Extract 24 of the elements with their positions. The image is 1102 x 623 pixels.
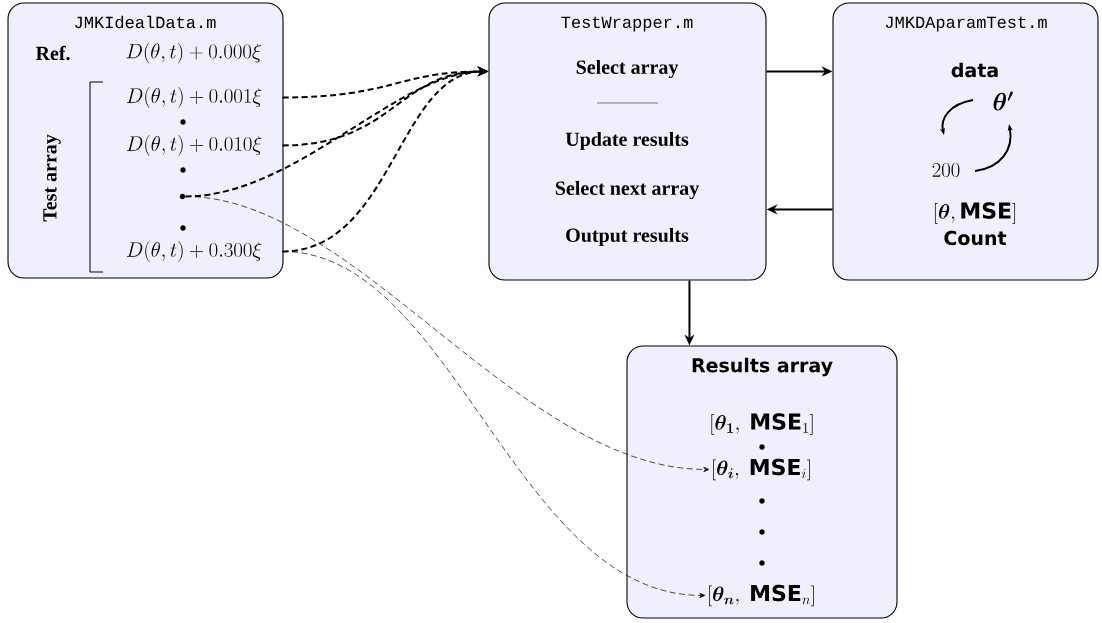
formula: $D(\theta, t) + 0.010\xi$ [126, 135, 262, 156]
box-title: Results array [692, 357, 833, 377]
formula: $[\boldsymbol{\theta_n},\ \textsf{\textbf{MSE}}_n]$ [709, 584, 814, 607]
arrow [282, 251, 706, 598]
step-text: Select next array [555, 180, 699, 200]
formula: $[\boldsymbol{\theta},\textsf{\textbf{MSE}}]$ [934, 202, 1016, 224]
arrow [185, 196, 710, 472]
step-text: Output results [566, 227, 689, 247]
formula: $\boldsymbol{\theta'}$ [993, 91, 1013, 111]
formula: $200$ [932, 162, 960, 177]
formula: $[\boldsymbol{\theta_i},\ \textsf{\textbf{MSE}}_i]$ [713, 458, 810, 481]
count-label: Count [944, 230, 1007, 246]
file-name: JMKIdealData.m [75, 15, 216, 29]
formula: $D(\theta, t) + 0.000\xi$ [126, 42, 262, 64]
file-name: TestWrapper.m [561, 16, 693, 32]
formula: $D(\theta, t) + 0.300\xi$ [126, 241, 262, 262]
data-label: data [951, 62, 998, 78]
row-label: Test array [43, 134, 61, 222]
step-text: Update results [565, 131, 689, 151]
formula: $D(\theta, t) + 0.001\xi$ [126, 87, 262, 108]
file-name: JMKDAparamTest.m [885, 16, 1047, 32]
row-label: Ref. [35, 45, 70, 61]
formula: $[\boldsymbol{\theta_1},\ \textsf{\textbf{MSE}}_1]$ [711, 413, 813, 435]
step-text: Select array [576, 59, 679, 79]
